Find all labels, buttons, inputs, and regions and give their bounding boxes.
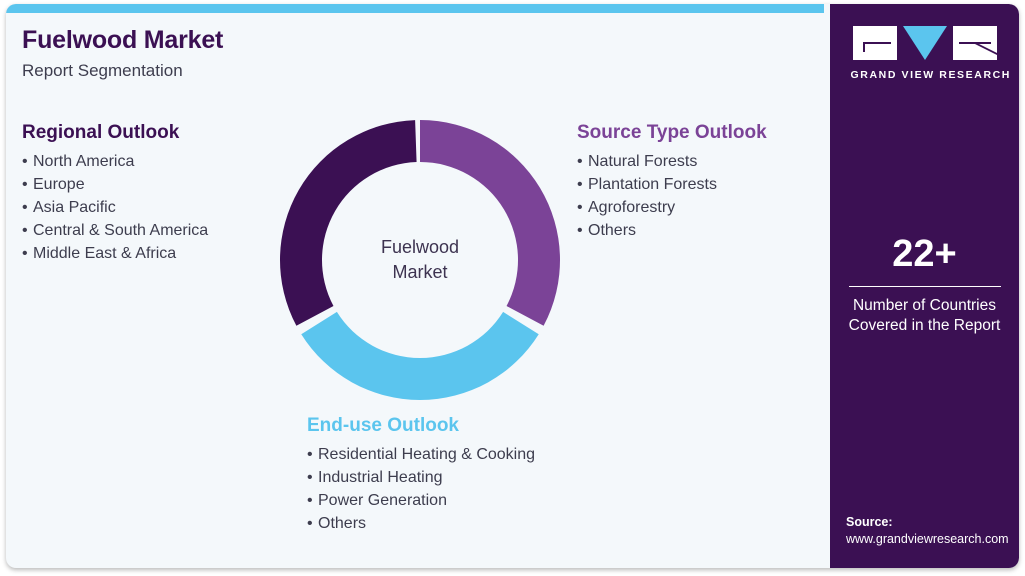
stat-value: 22+: [892, 233, 957, 275]
bullet-icon: •: [307, 468, 313, 486]
list-item: • Power Generation: [307, 489, 535, 512]
bullet-icon: •: [577, 152, 583, 170]
stat-divider: [848, 285, 1001, 287]
header: Fuelwood Market Report Segmentation: [22, 26, 223, 80]
bullet-icon: •: [22, 244, 28, 262]
source-heading: Source:: [846, 515, 893, 529]
grand-view-research-logo: GRAND VIEW RESEARCH: [850, 26, 1011, 81]
list-item-label: Power Generation: [318, 491, 447, 509]
page-subtitle: Report Segmentation: [22, 60, 183, 80]
logo-g-icon: [852, 26, 897, 60]
source-footer: Source: www.grandviewresearch.com: [846, 514, 1016, 548]
donut-slice: [301, 311, 539, 400]
bullet-icon: •: [577, 221, 583, 239]
bullet-icon: •: [22, 152, 28, 170]
bullet-icon: •: [307, 514, 313, 532]
list-item: • Natural Forests: [577, 150, 767, 173]
list-item-label: Europe: [33, 175, 85, 193]
list-item-label: Middle East & Africa: [33, 244, 177, 262]
donut-slice: [280, 120, 417, 326]
source-type-outlook-list: • Natural Forests • Plantation Forests • Ag…: [577, 150, 767, 242]
list-item-label: Agroforestry: [588, 198, 676, 216]
regional-outlook-list: • North America • Europe • Asia Pacific • Ce…: [22, 150, 208, 265]
source-url[interactable]: www.grandviewresearch.com: [846, 532, 1009, 546]
end-use-outlook-list: • Residential Heating & Cooking • Industri…: [307, 443, 535, 535]
list-item: • Europe: [22, 173, 208, 196]
page-title: Fuelwood Market: [22, 26, 224, 54]
source-type-outlook-title: Source Type Outlook: [577, 122, 767, 143]
top-accent-bar: [6, 4, 824, 13]
stat-label-line2: Covered in the Report: [848, 316, 1001, 334]
list-item-label: Others: [588, 221, 637, 239]
logo-v-icon: [902, 26, 947, 60]
report-card: Fuelwood Market Report Segmentation Regi…: [6, 4, 1019, 568]
source-type-outlook-block: Source Type Outlook • Natural Forests • Pl…: [577, 122, 767, 242]
logo-r-icon: [952, 26, 997, 60]
donut-slice: [420, 120, 560, 326]
list-item-label: Natural Forests: [588, 152, 698, 170]
bullet-icon: •: [307, 491, 313, 509]
list-item: • Asia Pacific: [22, 196, 208, 219]
bullet-icon: •: [22, 221, 28, 239]
bullet-icon: •: [307, 445, 313, 463]
list-item: • Agroforestry: [577, 196, 767, 219]
list-item-label: Others: [318, 514, 367, 532]
list-item-label: Residential Heating & Cooking: [318, 445, 536, 463]
list-item: • North America: [22, 150, 208, 173]
list-item-label: Plantation Forests: [588, 175, 717, 193]
bullet-icon: •: [577, 198, 583, 216]
donut-svg: [280, 120, 560, 400]
end-use-outlook-title: End-use Outlook: [307, 415, 459, 436]
list-item: • Middle East & Africa: [22, 242, 208, 265]
list-item-label: Industrial Heating: [318, 468, 443, 486]
list-item-label: Asia Pacific: [33, 198, 116, 216]
regional-outlook-title: Regional Outlook: [22, 122, 180, 143]
list-item-label: Central & South America: [33, 221, 209, 239]
segmentation-donut-chart: Fuelwood Market: [274, 114, 566, 406]
countries-stat-block: 22+ Number of Countries Covered in the R…: [830, 233, 1019, 336]
logo-marks: [851, 26, 999, 60]
list-item-label: North America: [33, 152, 135, 170]
list-item: • Central & South America: [22, 219, 208, 242]
brand-side-panel: GRAND VIEW RESEARCH 22+ Number of Countr…: [830, 4, 1019, 568]
list-item: • Plantation Forests: [577, 173, 767, 196]
bullet-icon: •: [577, 175, 583, 193]
regional-outlook-block: Regional Outlook • North America • Europe …: [22, 122, 208, 265]
list-item: • Industrial Heating: [307, 466, 535, 489]
list-item: • Others: [577, 219, 767, 242]
list-item: • Residential Heating & Cooking: [307, 443, 535, 466]
list-item: • Others: [307, 512, 535, 535]
stat-label-line1: Number of Countries: [852, 296, 996, 314]
end-use-outlook-block: End-use Outlook • Residential Heating & C…: [307, 415, 535, 535]
bullet-icon: •: [22, 175, 28, 193]
bullet-icon: •: [22, 198, 28, 216]
logo-wordmark: GRAND VIEW RESEARCH: [850, 69, 1011, 81]
